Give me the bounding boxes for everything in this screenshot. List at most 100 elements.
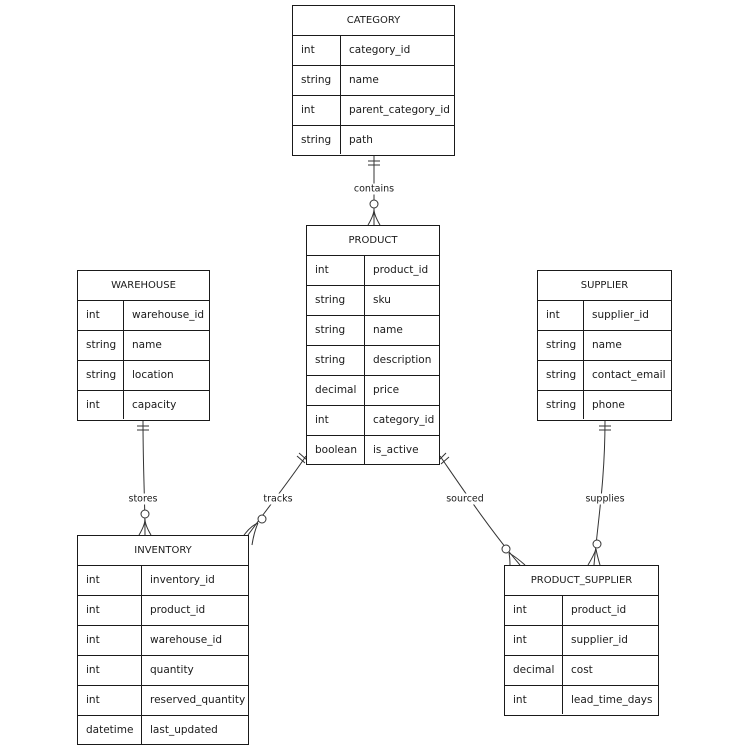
relationship-label-contains: contains [351,183,397,195]
entity-category: CATEGORY int category_id string name int… [292,5,455,156]
attribute-name: is_active [373,444,419,456]
entity-title: PRODUCT_SUPPLIER [505,566,658,596]
relationship-label-tracks: tracks [261,493,295,505]
edge-tracks [241,452,308,546]
attribute-row: int warehouse_id [78,626,248,656]
attribute-name: phone [592,399,625,411]
attribute-name: price [373,384,400,396]
attribute-row: int category_id [293,36,454,66]
attribute-row: string name [307,316,439,346]
attribute-name: sku [373,294,391,306]
edge-sourced-zero-marker [501,544,511,554]
attribute-name: contact_email [592,369,666,381]
attribute-row: string contact_email [538,361,671,391]
attribute-name: supplier_id [592,309,649,321]
attribute-name: category_id [349,44,411,56]
entity-product-supplier: PRODUCT_SUPPLIER int product_id int supp… [504,565,659,716]
attribute-row: datetime last_updated [78,716,248,744]
attribute-type: int [78,391,124,419]
entity-title: CATEGORY [293,6,454,36]
edge-stores [137,420,152,536]
attribute-type: datetime [78,716,142,744]
attribute-row: decimal cost [505,656,658,686]
edge-supplies-one-marker [599,425,611,431]
attribute-name: capacity [132,399,177,411]
attribute-row: string description [307,346,439,376]
attribute-type: string [307,346,365,375]
edge-stores-one-marker [137,425,149,431]
edge-supplies-zero-marker [592,539,602,549]
attribute-name: name [592,339,622,351]
attribute-row: boolean is_active [307,436,439,464]
attribute-name: product_id [571,604,627,616]
attribute-name: lead_time_days [571,694,653,706]
attribute-row: int category_id [307,406,439,436]
attribute-row: string name [538,331,671,361]
edge-stores-many-marker [138,518,152,536]
edge-sourced-one-marker [438,452,450,465]
relationship-label-stores: stores [126,493,160,505]
entity-supplier: SUPPLIER int supplier_id string name str… [537,270,672,421]
edge-contains-one-marker [368,160,380,166]
attribute-name: cost [571,664,593,676]
attribute-row: string phone [538,391,671,419]
edge-sourced-many-marker [508,552,526,567]
attribute-row: string name [293,66,454,96]
attribute-row: int supplier_id [505,626,658,656]
attribute-name: name [373,324,403,336]
attribute-name: parent_category_id [349,104,450,116]
attribute-type: string [307,316,365,345]
attribute-name: product_id [373,264,429,276]
entity-title: SUPPLIER [538,271,671,301]
attribute-type: string [538,331,584,360]
edge-sourced [438,452,526,567]
edge-sourced-line [439,455,521,566]
attribute-type: boolean [307,436,365,464]
attribute-type: decimal [307,376,365,405]
edge-contains-many-marker [367,208,381,226]
attribute-name: reserved_quantity [150,694,246,706]
edge-stores-line [142,420,146,536]
attribute-name: category_id [373,414,435,426]
attribute-name: quantity [150,664,194,676]
relationship-label-supplies: supplies [583,493,627,505]
attribute-name: last_updated [150,724,218,736]
attribute-name: name [132,339,162,351]
relationship-label-sourced: sourced [444,493,486,505]
attribute-row: int product_id [307,256,439,286]
attribute-type: int [78,656,142,685]
attribute-row: int capacity [78,391,209,419]
entity-title: PRODUCT [307,226,439,256]
attribute-type: string [538,391,584,419]
attribute-type: string [293,126,341,154]
attribute-row: decimal price [307,376,439,406]
attribute-type: string [78,331,124,360]
edge-contains-zero-marker [369,199,379,209]
attribute-name: description [373,354,432,366]
attribute-type: int [505,596,563,625]
attribute-row: int product_id [505,596,658,626]
attribute-type: int [505,626,563,655]
attribute-row: int lead_time_days [505,686,658,714]
attribute-name: name [349,74,379,86]
attribute-name: path [349,134,373,146]
edge-tracks-line [247,455,307,536]
attribute-type: int [78,686,142,715]
attribute-name: product_id [150,604,206,616]
entity-title: INVENTORY [78,536,248,566]
attribute-type: string [307,286,365,315]
attribute-type: int [78,596,142,625]
edge-tracks-zero-marker [257,514,267,524]
attribute-type: int [78,566,142,595]
entity-title: WAREHOUSE [78,271,209,301]
attribute-row: string location [78,361,209,391]
attribute-row: int quantity [78,656,248,686]
attribute-type: decimal [505,656,563,685]
attribute-type: string [293,66,341,95]
attribute-name: location [132,369,174,381]
attribute-type: int [307,256,365,285]
attribute-row: string name [78,331,209,361]
attribute-row: int warehouse_id [78,301,209,331]
attribute-type: int [538,301,584,330]
